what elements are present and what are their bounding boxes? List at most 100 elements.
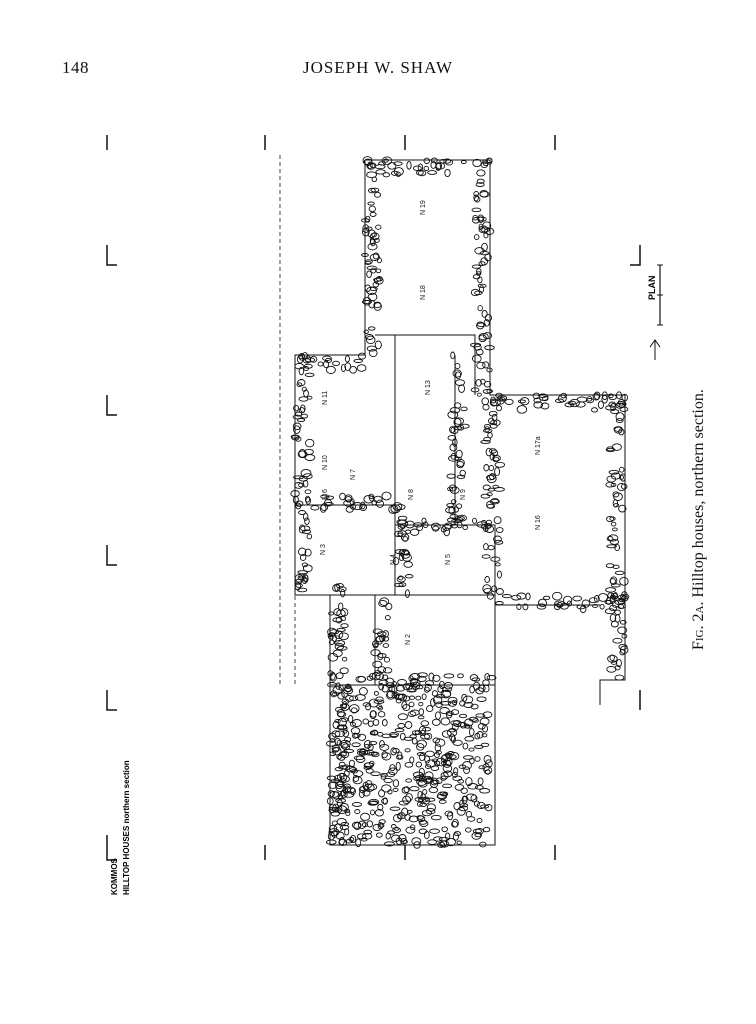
svg-text:N 5: N 5	[445, 554, 452, 565]
stone-mark	[450, 452, 457, 460]
stone-mark	[591, 603, 599, 608]
stone-mark	[522, 603, 529, 611]
stone-mark	[445, 837, 456, 847]
stone-mark	[355, 838, 362, 848]
stone-mark	[423, 686, 430, 693]
stone-mark	[615, 418, 624, 424]
stone-mark	[362, 702, 372, 707]
stone-mark	[425, 776, 433, 783]
stone-mark	[378, 819, 386, 825]
stone-mark	[606, 665, 617, 673]
figure-caption: Fig. 2a. Hilltop houses, northern sectio…	[650, 380, 707, 660]
stone-mark	[297, 570, 309, 575]
stone-mark	[374, 237, 380, 243]
stone-mark	[360, 812, 371, 821]
stone-mark	[342, 785, 351, 794]
svg-text:N 10: N 10	[322, 455, 329, 470]
stone-mark	[610, 521, 617, 527]
stone-mark	[306, 533, 313, 540]
stone-mark	[459, 423, 470, 429]
stone-mark	[488, 448, 497, 454]
stone-mark	[376, 257, 382, 264]
stone-mark	[421, 809, 432, 817]
stone-mark	[331, 730, 341, 738]
stone-mark	[482, 711, 493, 719]
stone-mark	[385, 832, 391, 840]
stone-mark	[470, 342, 482, 348]
stone-mark	[454, 362, 461, 370]
stone-mark	[459, 469, 466, 477]
stone-mark	[554, 398, 565, 404]
stone-mark	[419, 802, 427, 807]
stone-mark	[440, 771, 449, 780]
stone-mark	[295, 583, 303, 588]
stone-mark	[350, 503, 356, 510]
stone-mark	[601, 391, 608, 401]
stone-mark	[610, 620, 619, 628]
svg-text:N 16: N 16	[535, 515, 542, 530]
stone-mark	[432, 695, 443, 705]
stone-mark	[364, 259, 373, 265]
stone-mark	[478, 261, 486, 266]
stone-mark	[452, 832, 459, 841]
stone-mark	[453, 831, 461, 837]
stone-mark	[424, 683, 432, 692]
stone-mark	[455, 379, 465, 386]
stone-mark	[373, 495, 383, 504]
stone-mark	[413, 775, 423, 782]
stone-mark	[480, 742, 490, 748]
stone-mark	[405, 778, 413, 783]
stone-mark	[362, 224, 370, 233]
stone-mark	[384, 614, 391, 621]
site-label: KOMMOS	[110, 857, 119, 895]
stone-mark	[345, 765, 356, 773]
stone-mark	[482, 361, 490, 369]
stone-mark	[390, 747, 397, 756]
stone-mark	[392, 827, 401, 834]
stone-mark	[477, 283, 487, 289]
stone-mark	[404, 589, 410, 598]
stone-mark	[572, 595, 583, 602]
stone-mark	[364, 783, 375, 792]
stone-mark	[388, 504, 399, 514]
stone-mark	[302, 529, 312, 534]
stone-mark	[402, 703, 411, 712]
stone-mark	[351, 821, 362, 829]
stone-mark	[397, 812, 406, 820]
stone-mark	[368, 740, 378, 746]
stone-mark	[324, 499, 332, 507]
stone-mark	[599, 603, 605, 610]
stone-mark	[300, 525, 311, 532]
stone-mark	[476, 696, 487, 702]
stone-mark	[375, 169, 386, 175]
stone-mark	[361, 253, 369, 257]
stone-mark	[476, 169, 486, 177]
stone-mark	[418, 708, 425, 716]
stone-mark	[340, 363, 347, 373]
stone-mark	[430, 157, 438, 164]
stone-mark	[329, 738, 336, 743]
stone-mark	[366, 171, 377, 179]
stone-mark	[338, 751, 347, 757]
stone-mark	[621, 393, 629, 402]
stone-mark	[310, 505, 320, 511]
stone-mark	[481, 242, 488, 252]
stone-mark	[597, 400, 604, 409]
stone-mark	[471, 677, 481, 682]
stone-mark	[493, 539, 504, 545]
stone-mark	[382, 674, 389, 680]
stone-mark	[329, 791, 339, 798]
stone-mark	[483, 755, 492, 764]
stone-mark	[369, 211, 377, 217]
stone-mark	[351, 801, 363, 807]
stone-mark	[426, 803, 436, 812]
stone-mark	[451, 723, 459, 731]
stone-mark	[348, 837, 355, 842]
stone-mark	[297, 575, 307, 580]
stone-mark	[354, 809, 361, 815]
stone-mark	[474, 744, 484, 749]
stone-mark	[365, 226, 373, 232]
stone-mark	[347, 714, 354, 723]
stone-mark	[368, 348, 378, 358]
stone-mark	[403, 561, 413, 568]
